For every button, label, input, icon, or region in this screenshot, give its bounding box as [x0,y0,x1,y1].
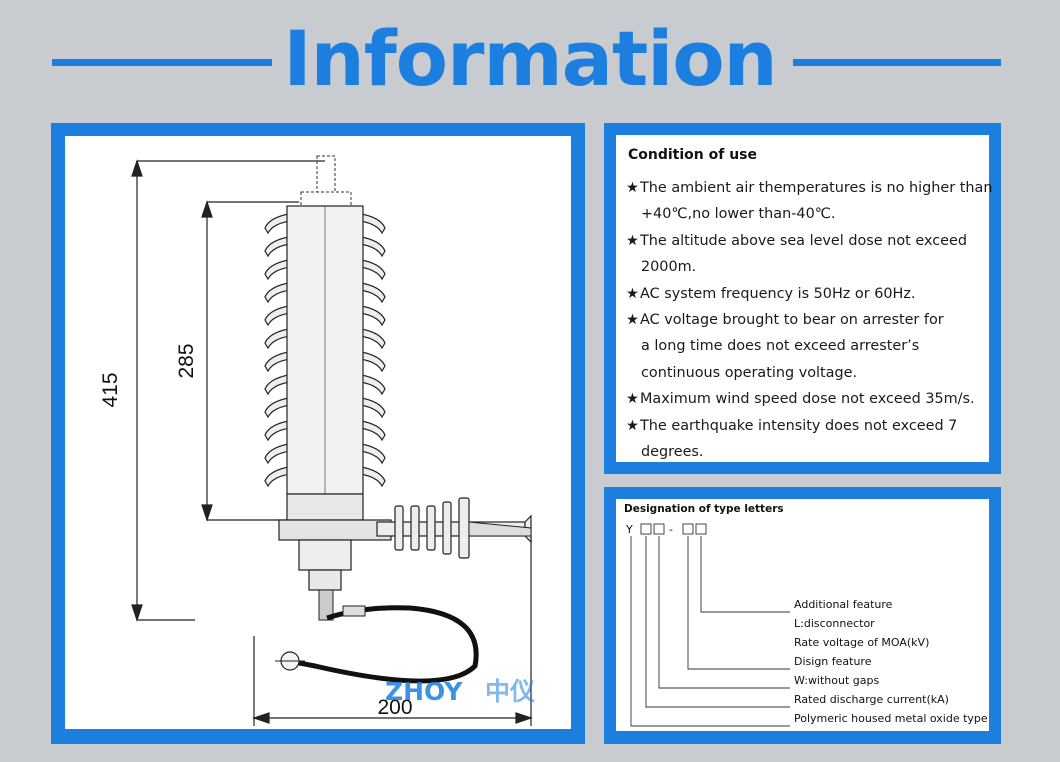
dim-label-415: 415 [99,372,122,407]
dim-arrow-415-bottom [131,604,143,622]
condition-item-continuation: degrees. [641,444,704,461]
title-rule-right [793,59,1001,66]
designation-panel: Designation of type letters Y - Addition… [604,487,1001,744]
condition-heading: Condition of use [628,147,758,163]
bottom-sleeve [298,539,352,571]
arrester-drawing-panel: 415 285 200 ZHOY 中仪 [51,123,585,744]
leader-line [687,536,790,670]
leader-line [630,536,790,727]
title-rule-left [52,59,272,66]
bracket-sheds [394,497,470,559]
ground-bolt [318,589,334,621]
condition-item-text: The altitude above sea level dose not ex… [640,232,967,249]
designation-heading: Designation of type letters [624,503,784,515]
code-box-2 [653,523,665,535]
condition-item: ★The altitude above sea level dose not e… [626,228,991,254]
code-box-1 [640,523,652,535]
designation-label: W:without gaps [794,674,879,687]
dim-label-285: 285 [175,343,198,378]
code-prefix: Y [625,523,633,536]
condition-item-text: The ambient air themperatures is no high… [640,180,993,196]
leader-line [658,536,790,689]
bottom-neck [308,569,342,591]
condition-of-use-card: Condition of use ★The ambient air thempe… [616,135,993,465]
star-bullet-icon: ★ [626,391,639,408]
leader-lines [630,536,790,727]
leader-line [700,536,790,613]
code-box-3 [682,523,694,535]
dim-arrow-200-right [515,712,533,724]
leader-line [645,536,790,708]
bracket-tongue [468,521,532,537]
condition-item: ★The ambient air themperatures is no hig… [626,175,993,201]
condition-item-continuation: continuous operating voltage. [641,364,858,381]
dim-arrow-285-top [201,200,213,218]
condition-item-text: AC voltage brought to bear on arrester f… [640,312,944,329]
watermark-logo-latin: ZHOY [385,677,463,706]
dim-label-200: 200 [377,696,412,719]
star-bullet-icon: ★ [626,285,639,302]
condition-item: ★The earthquake intensity does not excee… [626,413,991,439]
code-box-4 [695,523,707,535]
designation-label: Additional feature [794,598,893,611]
condition-item-text: The earthquake intensity does not exceed… [640,417,958,434]
cable-lug [342,605,366,617]
designation-label: Rate voltage of MOA(kV) [794,636,929,649]
watermark-logo-cjk: 中仪 [485,677,536,706]
ground-lead-cable [284,605,479,684]
designation-label: Disign feature [794,655,872,668]
condition-item-text: Maximum wind speed dose not exceed 35m/s… [640,391,975,408]
condition-of-use-panel: Condition of use ★The ambient air thempe… [604,123,1001,474]
star-bullet-icon: ★ [626,417,639,434]
dim-arrow-415-top [131,159,143,177]
base-flange [286,493,364,521]
star-bullet-icon: ★ [626,312,639,329]
condition-list: ★The ambient air themperatures is no hig… [626,175,993,465]
designation-label: L:disconnector [794,617,875,630]
condition-item: ★AC system frequency is 50Hz or 60Hz. [626,281,991,307]
condition-item-text: AC system frequency is 50Hz or 60Hz. [640,285,916,302]
star-bullet-icon: ★ [626,232,639,249]
code-dash: - [669,523,673,536]
designation-label: Rated discharge current(kA) [794,693,949,706]
designation-diagram: Y - Additional featureL:disconnectorRate… [625,523,988,727]
condition-item-continuation: +40℃,no lower than-40℃. [641,206,836,223]
star-bullet-icon: ★ [626,180,639,196]
designation-card: Designation of type letters Y - Addition… [616,499,989,731]
top-terminal-cap [300,191,352,207]
page-title: Information [283,14,777,103]
designation-label: Polymeric housed metal oxide type [794,712,988,725]
condition-item: ★Maximum wind speed dose not exceed 35m/… [626,386,991,412]
arrester-drawing-area: 415 285 200 ZHOY 中仪 [65,136,571,729]
dim-arrow-285-bottom [201,504,213,522]
condition-item-continuation: 2000m. [641,259,697,276]
condition-item: ★AC voltage brought to bear on arrester … [626,307,991,333]
condition-item-continuation: a long time does not exceed arrester’s [641,338,920,355]
mounting-bracket [278,519,392,541]
arrester-drawing: 415 285 200 ZHOY 中仪 [99,155,536,726]
dim-arrow-200-left [252,712,270,724]
